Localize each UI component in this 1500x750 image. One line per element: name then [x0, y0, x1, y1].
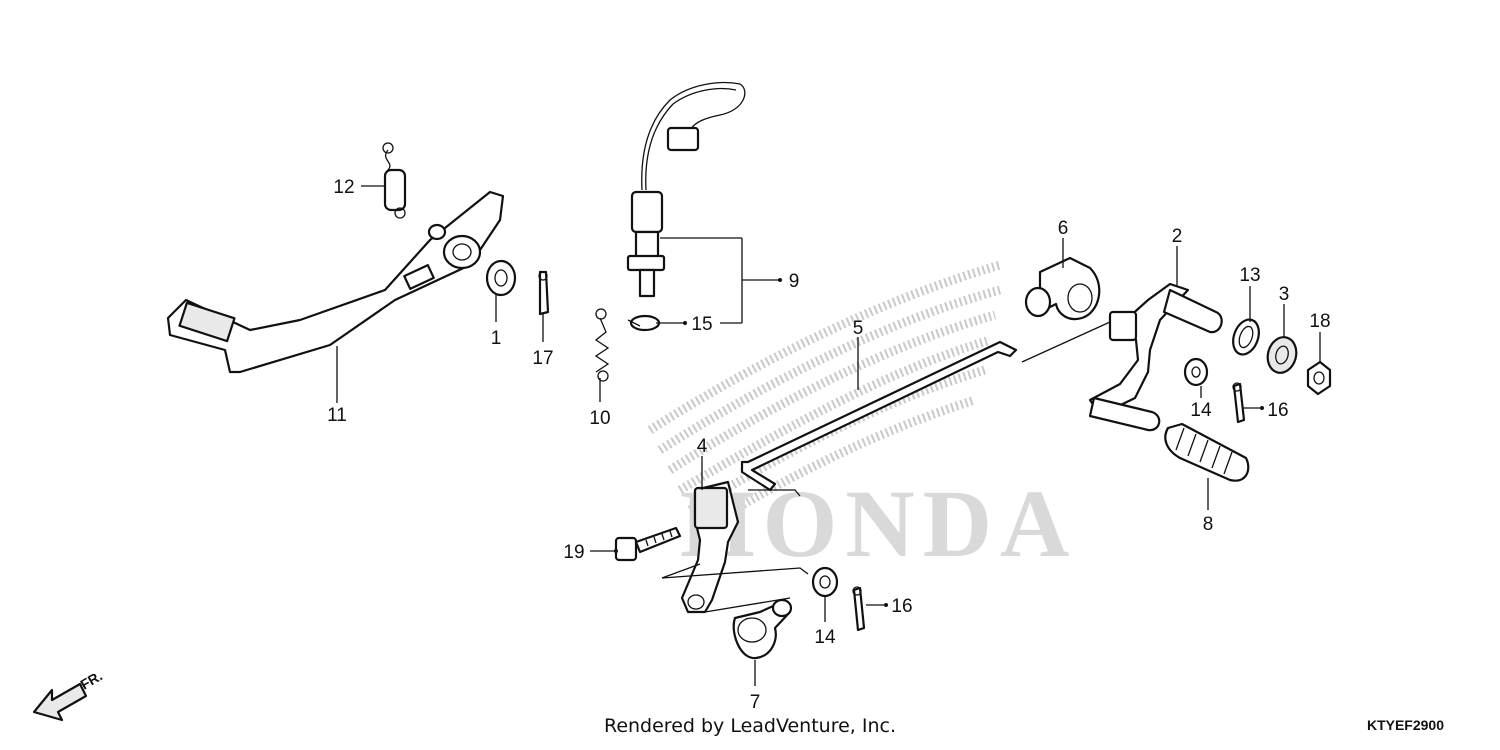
- callout-15[interactable]: 15: [691, 314, 712, 335]
- diagram-code: KTYEF2900: [1367, 717, 1444, 733]
- callout-3[interactable]: 3: [1279, 284, 1290, 305]
- washer-14-upper-part[interactable]: [1183, 357, 1209, 387]
- cotter-pin-17-part[interactable]: [538, 270, 550, 316]
- brake-pedal-part[interactable]: [166, 190, 505, 374]
- joint-6-part[interactable]: [1024, 256, 1101, 321]
- callout-13[interactable]: 13: [1239, 265, 1260, 286]
- leader-lines: [336, 185, 1321, 686]
- brake-switch-9-part[interactable]: [626, 81, 746, 298]
- callout-6[interactable]: 6: [1058, 218, 1069, 239]
- callout-16-lower[interactable]: 16: [891, 596, 912, 617]
- callout-5[interactable]: 5: [853, 318, 864, 339]
- callout-14-upper[interactable]: 14: [1190, 400, 1212, 421]
- washer-3-part[interactable]: [1264, 334, 1300, 376]
- callout-12[interactable]: 12: [333, 177, 354, 198]
- callout-labels: 1 2 3 4 5 6 7 8 9 10 11 12 13 14 14 15 1…: [327, 177, 1330, 713]
- spring-12-part[interactable]: [382, 142, 407, 219]
- arrow-icon: [32, 682, 88, 722]
- joint-7-part[interactable]: [732, 598, 793, 660]
- cotter-pin-16-lower-part[interactable]: [852, 586, 866, 632]
- callout-4[interactable]: 4: [697, 436, 708, 457]
- cotter-pin-16-upper-part[interactable]: [1232, 382, 1246, 424]
- seal-13-part[interactable]: [1229, 316, 1264, 358]
- shift-rod-5-part[interactable]: [740, 340, 1018, 492]
- washer-14-lower-part[interactable]: [811, 566, 839, 598]
- clip-15-part[interactable]: [627, 314, 661, 332]
- spring-10-part[interactable]: [594, 308, 610, 382]
- forward-direction-arrow: FR.: [32, 667, 105, 722]
- pedal-rubber-8-part[interactable]: [1164, 422, 1250, 482]
- callout-19[interactable]: 19: [563, 542, 584, 563]
- callout-11[interactable]: 11: [327, 405, 347, 426]
- callout-9[interactable]: 9: [789, 271, 800, 292]
- callout-10[interactable]: 10: [589, 408, 610, 429]
- washer-1-part[interactable]: [485, 259, 517, 297]
- callout-17[interactable]: 17: [532, 348, 553, 369]
- callout-7[interactable]: 7: [750, 692, 761, 713]
- honda-wing-watermark: HONDA: [647, 260, 1077, 577]
- shift-pedal-2-part[interactable]: [1088, 282, 1223, 432]
- callout-18[interactable]: 18: [1309, 311, 1330, 332]
- callout-8[interactable]: 8: [1203, 514, 1214, 535]
- nut-18-part[interactable]: [1306, 360, 1332, 396]
- callout-16-upper[interactable]: 16: [1267, 400, 1288, 421]
- honda-watermark-text: HONDA: [680, 470, 1077, 577]
- leader-dots: [614, 278, 1264, 607]
- callout-14-lower[interactable]: 14: [814, 627, 836, 648]
- credit-text: Rendered by LeadVenture, Inc.: [604, 715, 896, 737]
- bolt-19-part[interactable]: [614, 526, 682, 562]
- callout-2[interactable]: 2: [1172, 226, 1183, 247]
- callout-1[interactable]: 1: [491, 328, 502, 349]
- shift-arm-4-part[interactable]: [680, 480, 740, 614]
- assembly-guide-lines: [661, 321, 1111, 613]
